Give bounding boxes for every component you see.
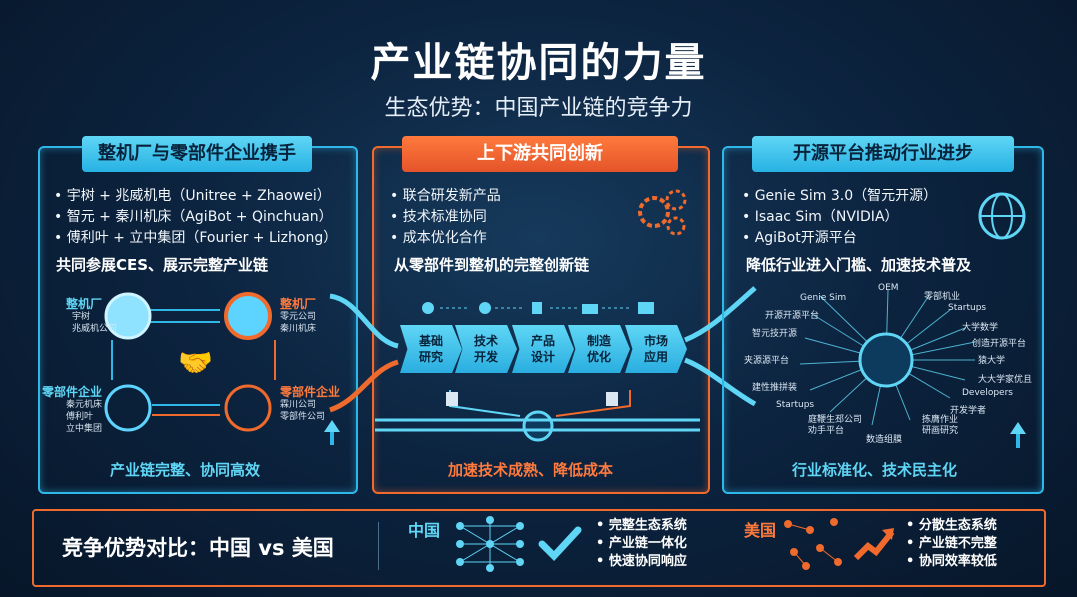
factory-icon — [582, 304, 598, 314]
node-sub: 秦元机床 傅利叶 立中集团 — [66, 400, 103, 434]
node-label: 零部件企业 — [42, 385, 103, 399]
chart-icon — [638, 302, 654, 314]
network-node: 创造开源平台 — [972, 339, 1027, 349]
oem-node-icon — [104, 292, 152, 340]
network-node: 开源开源平台 — [765, 311, 820, 321]
node-sub: 霖川公司 零部件公司 — [280, 400, 326, 422]
step-basic-research: 基础 研究 — [400, 325, 462, 373]
hub-bulb-icon — [522, 410, 554, 442]
step-manufacturing: 制造 优化 — [568, 325, 630, 373]
china-points: • 完整生态系统 • 产业链一体化 • 快速协同响应 — [596, 517, 687, 571]
page-title: 产业链协同的力量 — [370, 40, 707, 86]
tools-icon — [532, 302, 542, 314]
bullet: • 傅利叶 + 立中集团（Fourier + Lizhong） — [54, 230, 338, 246]
network-node: 大大学家优且 — [978, 375, 1033, 385]
bullet: • 智元 + 秦川机床（AgiBot + Qinchuan） — [54, 209, 333, 225]
page-subtitle: 生态优势：中国产业链的竞争力 — [384, 96, 693, 121]
panel-header: 开源平台推动行业进步 — [752, 136, 1014, 172]
step-label: 制造 优化 — [586, 334, 611, 364]
point: • 协同效率较低 — [906, 554, 997, 569]
point: • 分散生态系统 — [906, 518, 997, 533]
right-footer: 行业标准化、技术民主化 — [792, 461, 958, 479]
globe-code-icon — [978, 192, 1026, 240]
doc-icon — [446, 392, 458, 406]
right-bullets: • Genie Sim 3.0（智元开源） • Isaac Sim（NVIDIA… — [742, 186, 937, 249]
gear-bulb-icon — [638, 189, 687, 236]
network-node: Developers — [962, 388, 1013, 398]
network-node: 大学数学 — [962, 323, 999, 333]
component-node-icon — [224, 384, 272, 432]
node-label: 零部件企业 — [280, 385, 341, 399]
node-sub: 零元公司 秦川机床 — [280, 312, 317, 334]
open-source-network — [799, 289, 1026, 448]
china-network-icon — [456, 516, 524, 572]
comparison-title: 竞争优势对比：中国 vs 美国 — [62, 536, 334, 560]
bullet: • Isaac Sim（NVIDIA） — [742, 209, 899, 225]
bullet: • 联合研发新产品 — [390, 188, 501, 204]
step-label: 技术 开发 — [473, 334, 498, 364]
network-node: 数造组膜 — [866, 435, 903, 445]
panel-header: 整机厂与零部件企业携手 — [82, 136, 312, 172]
component-node-icon — [104, 384, 152, 432]
left-highlight: 共同参展CES、展示完整产业链 — [56, 256, 269, 274]
trend-arrow-icon — [853, 528, 895, 561]
network-node: 夹源源平台 — [744, 356, 790, 366]
panel-open-source: 开源平台推动行业进步 — [722, 136, 1044, 494]
step-product-design: 产品 设计 — [512, 325, 574, 373]
comparison-bar — [32, 509, 1046, 587]
doc-icon — [606, 392, 618, 406]
network-node: OEM — [878, 283, 899, 293]
network-node: Startups — [948, 303, 987, 313]
idea-icon — [479, 302, 491, 314]
globe-icon — [858, 332, 914, 388]
left-bullets: • 宇树 + 兆威机电（Unitree + Zhaowei） • 智元 + 秦川… — [54, 186, 337, 249]
network-node: 智元技开源 — [752, 329, 798, 339]
panel-oem-partners: 整机厂与零部件企业携手 — [38, 136, 358, 494]
mid-highlight: 从零部件到整机的完整创新链 — [394, 256, 590, 274]
oem-node-icon — [224, 292, 272, 340]
us-scatter-icon — [784, 518, 842, 570]
point: • 产业链不完整 — [906, 536, 997, 551]
bullet: • AgiBot开源平台 — [742, 230, 857, 246]
network-node: Genie Sim — [800, 293, 847, 303]
step-label: 基础 研究 — [418, 334, 443, 364]
mid-bullets: • 联合研发新产品 • 技术标准协同 • 成本优化合作 — [390, 186, 501, 249]
china-label: 中国 — [408, 521, 441, 540]
partnership-diagram: 🤝 — [104, 292, 340, 445]
left-footer: 产业链完整、协同高效 — [110, 461, 261, 479]
bullet: • 技术标准协同 — [390, 209, 487, 225]
bullet: • 成本优化合作 — [390, 230, 487, 246]
node-sub: 宇树 兆威机公司 — [72, 312, 118, 334]
check-icon — [538, 526, 582, 562]
divider — [378, 522, 379, 570]
network-node: 零部机业 — [924, 292, 961, 302]
bullet: • 宇树 + 兆威机电（Unitree + Zhaowei） — [54, 188, 331, 204]
right-highlight: 降低行业进入门槛、加速技术普及 — [746, 256, 972, 274]
node-label: 整机厂 — [66, 297, 103, 311]
step-market: 市场 应用 — [625, 325, 687, 373]
point: • 快速协同响应 — [596, 554, 687, 569]
handshake-icon: 🤝 — [178, 346, 213, 379]
point: • 完整生态系统 — [596, 518, 687, 533]
network-node: 拣膺作业 研画研究 — [922, 415, 959, 436]
step-label: 市场 应用 — [643, 334, 668, 364]
mid-footer: 加速技术成熟、降低成本 — [448, 461, 614, 479]
network-node: Startups — [776, 400, 815, 410]
bulb-icon — [422, 302, 434, 314]
us-label: 美国 — [744, 521, 777, 540]
step-label: 产品 设计 — [530, 334, 555, 364]
network-node: 猿大学 — [978, 356, 1006, 366]
us-points: • 分散生态系统 • 产业链不完整 • 协同效率较低 — [906, 517, 997, 571]
bullet: • Genie Sim 3.0（智元开源） — [742, 188, 938, 204]
step-tech-dev: 技术 开发 — [455, 325, 517, 373]
panel-header: 上下游共同创新 — [402, 136, 678, 172]
node-label: 整机厂 — [280, 297, 317, 311]
network-node: 开发学者 — [950, 406, 987, 416]
network-node: 庭鞭生邳公司 劝手平台 — [808, 415, 863, 436]
network-node: 建性推拼装 — [752, 383, 798, 393]
point: • 产业链一体化 — [596, 536, 687, 551]
